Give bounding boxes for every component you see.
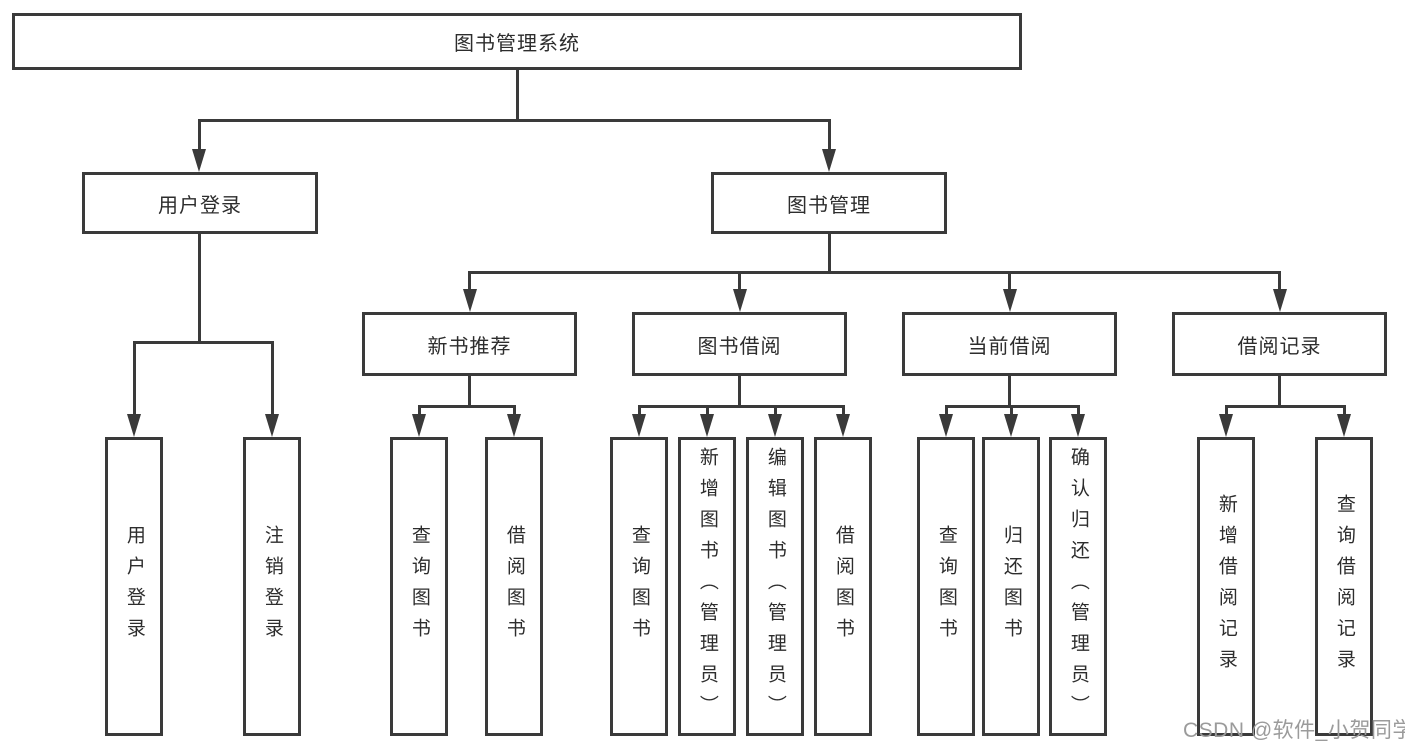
connector-arrow-shaft [637, 405, 641, 417]
watermark: CSDN @软件_小贺同学 [1183, 719, 1405, 742]
connector-arrow-shaft [705, 405, 709, 417]
leaf-borrowing-borrow-books-label: 借阅图书 [832, 524, 854, 649]
connector-root-rail [197, 119, 831, 122]
arrowhead-down-icon [939, 414, 953, 437]
connector-bookmgmt-stem [827, 234, 831, 274]
arrowhead-down-icon [836, 414, 850, 437]
arrowhead-down-icon [822, 149, 836, 172]
node-book-borrowing: 图书借阅 [632, 312, 847, 376]
leaf-current-confirm-return-admin: 确认归还（管理员） [1049, 437, 1107, 736]
arrowhead-down-icon [632, 414, 646, 437]
leaf-borrowing-query-books: 查询图书 [610, 437, 668, 736]
leaf-current-return-books-label: 归还图书 [1000, 524, 1022, 649]
connector-newbooks-stem [468, 376, 471, 408]
leaf-newbooks-query-books: 查询图书 [390, 437, 448, 736]
node-current-borrowing: 当前借阅 [902, 312, 1117, 376]
node-book-borrowing-label: 图书借阅 [697, 335, 782, 358]
connector-newbooks-rail [417, 405, 516, 408]
leaf-current-confirm-return-admin-label: 确认归还（管理员） [1067, 447, 1089, 726]
connector-arrow-shaft [944, 405, 948, 417]
leaf-borrowing-add-books-admin: 新增图书（管理员） [678, 437, 736, 736]
connector-arrow-shaft [1009, 405, 1013, 417]
node-book-management: 图书管理 [711, 172, 947, 234]
arrowhead-down-icon [1004, 414, 1018, 437]
node-user-login: 用户登录 [82, 172, 318, 234]
leaf-logout: 注销登录 [243, 437, 301, 736]
leaf-records-add-record-label: 新增借阅记录 [1215, 493, 1237, 680]
connector-current-stem [1008, 376, 1011, 408]
leaf-current-query-books: 查询图书 [917, 437, 975, 736]
arrowhead-down-icon [1337, 414, 1351, 437]
leaf-current-return-books: 归还图书 [982, 437, 1040, 736]
node-borrowing-records: 借阅记录 [1172, 312, 1387, 376]
arrowhead-down-icon [1219, 414, 1233, 437]
node-library-system-label: 图书管理系统 [454, 33, 580, 55]
connector-borrowing-rail [637, 405, 845, 408]
leaf-newbooks-query-books-label: 查询图书 [408, 524, 430, 649]
node-library-system: 图书管理系统 [12, 13, 1022, 70]
node-new-book-recommend: 新书推荐 [362, 312, 577, 376]
leaf-borrowing-add-books-admin-label: 新增图书（管理员） [696, 447, 718, 726]
leaf-borrowing-borrow-books: 借阅图书 [814, 437, 872, 736]
connector-arrow-shaft [132, 341, 136, 416]
arrowhead-down-icon [462, 289, 477, 312]
connector-root-stem [515, 69, 519, 121]
arrowhead-down-icon [1272, 289, 1287, 312]
connector-arrow-shaft [1008, 271, 1011, 292]
leaf-newbooks-borrow-books-label: 借阅图书 [503, 524, 525, 649]
connector-borrowing-stem [738, 376, 741, 408]
arrowhead-down-icon [1071, 414, 1085, 437]
arrowhead-down-icon [1002, 289, 1017, 312]
connector-userlogin-rail [132, 341, 274, 344]
connector-bookmgmt-rail [468, 271, 1281, 274]
connector-arrow-shaft [827, 119, 831, 151]
node-new-book-recommend-label: 新书推荐 [427, 335, 512, 358]
connector-arrow-shaft [197, 119, 201, 151]
node-user-login-label: 用户登录 [158, 194, 242, 217]
node-current-borrowing-label: 当前借阅 [967, 335, 1052, 358]
leaf-user-login-label: 用户登录 [123, 524, 145, 649]
arrowhead-down-icon [507, 414, 521, 437]
connector-arrow-shaft [773, 405, 777, 417]
connector-arrow-shaft [841, 405, 845, 417]
connector-records-stem [1278, 376, 1281, 408]
arrowhead-down-icon [700, 414, 714, 437]
connector-arrow-shaft [1342, 405, 1346, 417]
leaf-borrowing-edit-books-admin-label: 编辑图书（管理员） [764, 447, 786, 726]
leaf-records-query-record-label: 查询借阅记录 [1333, 493, 1355, 680]
connector-arrow-shaft [417, 405, 421, 417]
leaf-records-query-record: 查询借阅记录 [1315, 437, 1373, 736]
leaf-borrowing-query-books-label: 查询图书 [628, 524, 650, 649]
leaf-borrowing-edit-books-admin: 编辑图书（管理员） [746, 437, 804, 736]
arrowhead-down-icon [127, 414, 141, 437]
arrowhead-down-icon [192, 149, 206, 172]
connector-arrow-shaft [468, 271, 471, 292]
node-borrowing-records-label: 借阅记录 [1237, 335, 1322, 358]
leaf-newbooks-borrow-books: 借阅图书 [485, 437, 543, 736]
leaf-logout-label: 注销登录 [261, 524, 283, 649]
connector-arrow-shaft [512, 405, 516, 417]
leaf-user-login: 用户登录 [105, 437, 163, 736]
arrowhead-down-icon [732, 289, 747, 312]
connector-userlogin-stem [197, 234, 201, 344]
node-book-management-label: 图书管理 [787, 194, 871, 217]
arrowhead-down-icon [768, 414, 782, 437]
leaf-current-query-books-label: 查询图书 [935, 524, 957, 649]
connector-records-rail [1224, 405, 1346, 408]
arrowhead-down-icon [412, 414, 426, 437]
connector-arrow-shaft [270, 341, 274, 416]
connector-arrow-shaft [1224, 405, 1228, 417]
leaf-records-add-record: 新增借阅记录 [1197, 437, 1255, 736]
arrowhead-down-icon [265, 414, 279, 437]
connector-arrow-shaft [1278, 271, 1281, 292]
connector-arrow-shaft [738, 271, 741, 292]
connector-arrow-shaft [1076, 405, 1080, 417]
